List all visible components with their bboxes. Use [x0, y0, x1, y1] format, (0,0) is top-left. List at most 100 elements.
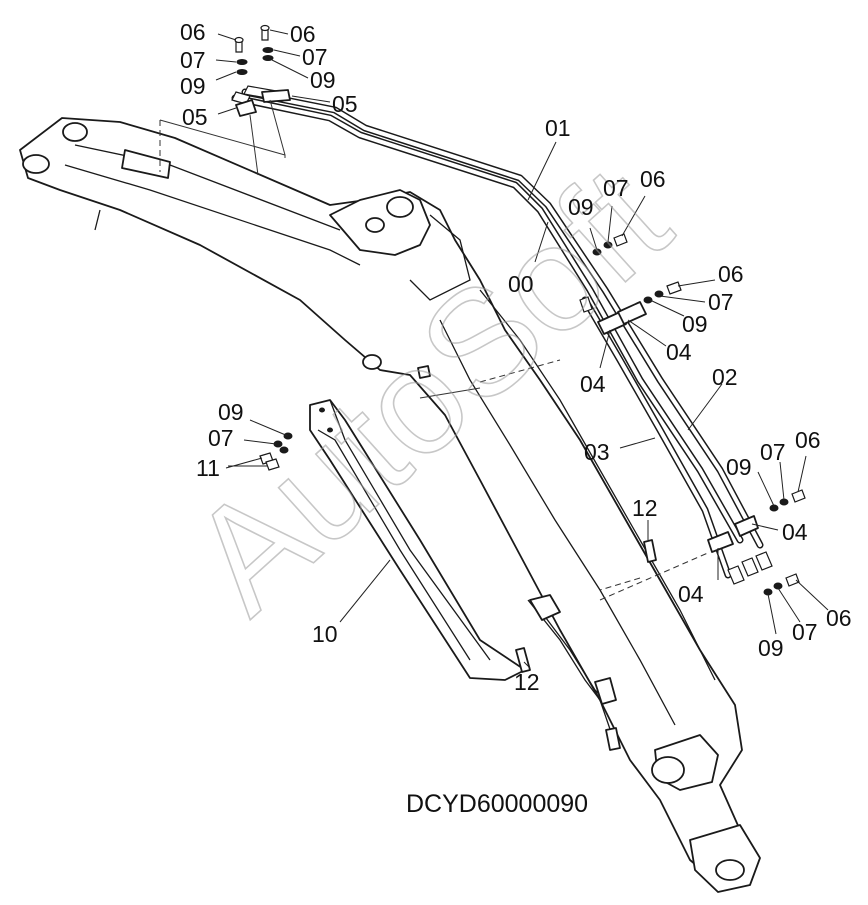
callout-11: 11: [196, 455, 220, 481]
washer-07-d: [654, 290, 664, 298]
callout-06-top-right: 06: [290, 21, 316, 47]
bolt-06-top-left: [235, 41, 243, 53]
callout-12-b: 12: [514, 669, 540, 695]
clamps: [235, 89, 759, 553]
callout-09-top-left: 09: [180, 73, 206, 99]
bolt-06-f: [785, 573, 800, 587]
cylinder-bracket-hole: [386, 196, 414, 218]
bolt-06-d: [666, 281, 682, 295]
lower-arm-edge: [439, 319, 676, 726]
callout-06-e: 06: [795, 427, 821, 453]
ref-line-5: [419, 387, 481, 399]
pipe-01-inner: [233, 96, 742, 542]
pin-12-b: [515, 647, 531, 673]
callout-09-e: 09: [726, 454, 752, 480]
boom-foot-hole-right: [62, 122, 88, 142]
spacer-09-d: [643, 296, 653, 304]
arm-pin-hole: [651, 756, 685, 784]
callout-06-c: 06: [640, 166, 666, 192]
bolt-06-top-left-head: [234, 36, 244, 44]
clamp-05-a: [235, 99, 257, 117]
pipe-assembly: [231, 85, 773, 585]
nut-11-b: [265, 458, 280, 471]
pipe-02-inner: [243, 90, 762, 547]
washer-07-top-left: [236, 59, 248, 65]
callout-04-d: 04: [678, 581, 704, 607]
callout-07-g: 07: [208, 425, 234, 451]
pipe-03-inner: [583, 298, 730, 577]
callout-03: 03: [584, 439, 610, 465]
bolt-06-top-right: [261, 29, 269, 41]
ref-line-2: [599, 551, 711, 601]
clamp-04-d: [734, 515, 759, 537]
hose-end: [605, 727, 621, 751]
callout-06-top-left: 06: [180, 19, 206, 45]
boom-top-block: [121, 149, 171, 179]
callout-06-d: 06: [718, 261, 744, 287]
boom-foot-hole-left: [22, 154, 50, 174]
callout-01: 01: [545, 115, 571, 141]
callout-04-c: 04: [782, 519, 808, 545]
callout-07-top-left: 07: [180, 47, 206, 73]
bolt-06-e: [791, 489, 806, 503]
boom-body: [19, 117, 761, 893]
bolt-06-c: [613, 233, 628, 247]
mid-boss: [362, 354, 382, 370]
pipe-end-fitting-1: [727, 565, 745, 585]
callout-09-c: 09: [568, 194, 594, 220]
boom-nose-bore: [715, 859, 745, 881]
clamp-04-c: [707, 531, 734, 553]
pin-12-a: [643, 539, 657, 563]
callout-04-b: 04: [580, 371, 606, 397]
callout-09-g: 09: [218, 399, 244, 425]
hardware: [234, 24, 806, 596]
callout-12-a: 12: [632, 495, 658, 521]
callout-09-top-right: 09: [310, 67, 336, 93]
washer-07-g-2: [279, 446, 289, 454]
callout-09-f: 09: [758, 635, 784, 661]
clamp-05-b: [261, 89, 291, 103]
hose-block: [529, 594, 561, 621]
clamp-05-b-line: [269, 99, 286, 156]
ref-line-1: [479, 359, 561, 383]
callout-09-d: 09: [682, 311, 708, 337]
bracket-side-plate: [409, 214, 471, 301]
callout-05-top-left: 05: [182, 104, 208, 130]
pipe-top-fitting: [579, 296, 593, 313]
hose-fitting: [594, 677, 617, 705]
ref-line-3: [599, 577, 641, 591]
leader-lines: [215, 29, 829, 669]
callout-05-top-right: 05: [332, 91, 358, 117]
spacer-09-top-right: [262, 55, 274, 61]
lower-hoses: [527, 594, 621, 751]
bolt-06-top-right-head: [260, 24, 270, 32]
callout-04-a: 04: [666, 339, 692, 365]
upper-arm-edge: [64, 164, 361, 266]
bracket-hole-lower: [365, 217, 385, 233]
callout-07-top-right: 07: [302, 44, 328, 70]
callout-10: 10: [312, 621, 338, 647]
clamp-05-a-line: [249, 114, 259, 176]
callout-02: 02: [712, 364, 738, 390]
hose-lower-1: [527, 599, 613, 736]
spacer-09-top-left: [236, 69, 248, 75]
callout-07-d: 07: [708, 289, 734, 315]
pipe-end-fitting-3: [755, 551, 773, 571]
callout-07-e: 07: [760, 439, 786, 465]
pins-12: [515, 539, 657, 673]
drawing-code: DCYD60000090: [406, 790, 588, 818]
washer-07-f: [773, 582, 783, 590]
cover-hole-2: [327, 427, 333, 433]
clamp-04-b: [617, 301, 647, 325]
lower-arm-top-edge: [479, 289, 716, 681]
cover-hole-1: [319, 407, 325, 413]
callout-00: 00: [508, 271, 534, 297]
cover-plate-flange: [329, 399, 491, 661]
cover-plate-inner-edge: [317, 429, 471, 661]
callout-07-c: 07: [603, 175, 629, 201]
callout-06-f: 06: [826, 605, 852, 631]
washer-07-top-right: [262, 47, 274, 53]
pipe-end-fitting-2: [741, 557, 759, 577]
